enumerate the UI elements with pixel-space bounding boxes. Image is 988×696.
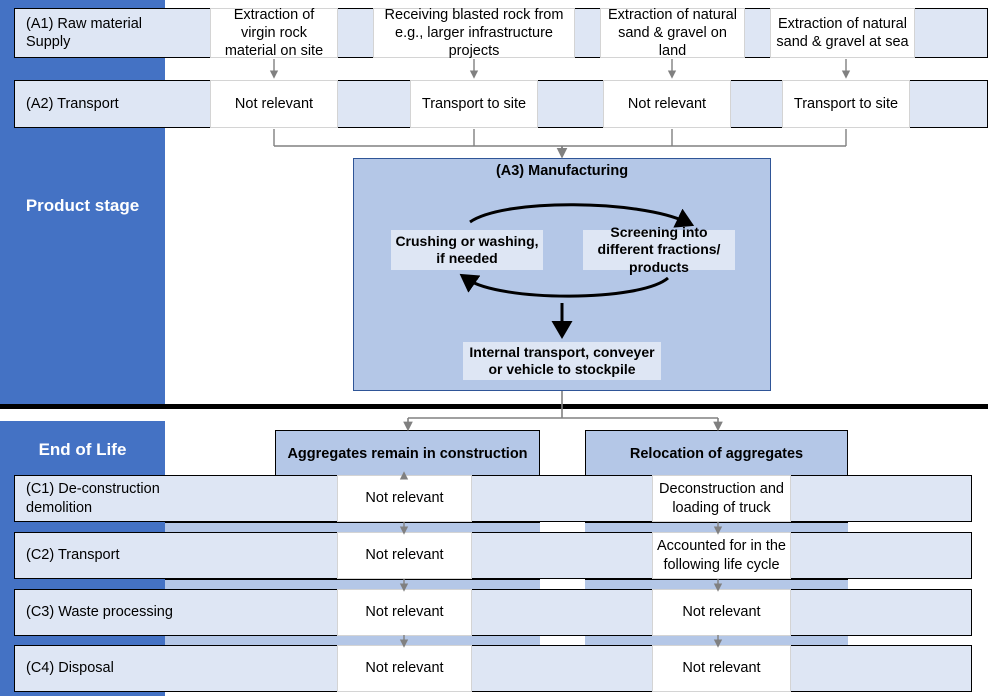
section-divider bbox=[0, 404, 988, 409]
a2-option-4[interactable]: Transport to site bbox=[782, 80, 910, 128]
product-stage-label: Product stage bbox=[25, 196, 140, 215]
end-of-life-label: End of Life bbox=[38, 440, 127, 459]
c2-option-1[interactable]: Not relevant bbox=[337, 532, 472, 579]
row-a2-label: (A2) Transport bbox=[26, 95, 119, 112]
a1-option-3[interactable]: Extraction of natural sand & gravel on l… bbox=[600, 7, 745, 59]
c2-option-2[interactable]: Accounted for in the following life cycl… bbox=[652, 532, 791, 579]
eol-path-aggregates-remain[interactable]: Aggregates remain in construction bbox=[275, 430, 540, 478]
row-c2-band bbox=[14, 532, 972, 579]
a1-option-2[interactable]: Receiving blasted rock from e.g., larger… bbox=[373, 7, 575, 59]
eol-path-relocation[interactable]: Relocation of aggregates bbox=[585, 430, 848, 478]
row-c3-label: (C3) Waste processing bbox=[26, 604, 173, 621]
c1-option-2[interactable]: Deconstruction and loading of truck bbox=[652, 475, 791, 522]
a3-step-internal-transport[interactable]: Internal transport, conveyer or vehicle … bbox=[463, 342, 661, 380]
row-c2-label: (C2) Transport bbox=[26, 547, 120, 564]
row-c4-label: (C4) Disposal bbox=[26, 660, 114, 677]
row-c1-label-line1: (C1) De-construction bbox=[26, 481, 160, 498]
a2-option-1[interactable]: Not relevant bbox=[210, 80, 338, 128]
row-a1-label-line2: Supply bbox=[26, 34, 71, 50]
c1-option-1[interactable]: Not relevant bbox=[337, 475, 472, 522]
row-c3-band bbox=[14, 589, 972, 636]
row-a1-label: (A1) Raw material Supply bbox=[14, 8, 214, 58]
a2-option-2[interactable]: Transport to site bbox=[410, 80, 538, 128]
product-stage-column bbox=[0, 0, 165, 404]
row-c1-band bbox=[14, 475, 972, 522]
c3-option-2[interactable]: Not relevant bbox=[652, 589, 791, 636]
a3-step-screening[interactable]: Screening into different fractions/ prod… bbox=[583, 224, 735, 275]
c4-option-1[interactable]: Not relevant bbox=[337, 645, 472, 692]
a3-step-crushing[interactable]: Crushing or washing, if needed bbox=[391, 230, 543, 270]
row-c1-label-line2: demolition bbox=[26, 499, 93, 516]
c4-option-2[interactable]: Not relevant bbox=[652, 645, 791, 692]
c3-option-1[interactable]: Not relevant bbox=[337, 589, 472, 636]
a3-title: (A3) Manufacturing bbox=[495, 163, 629, 179]
row-a1-label-line1: (A1) Raw material bbox=[26, 15, 143, 32]
a1-option-1[interactable]: Extraction of virgin rock material on si… bbox=[210, 7, 338, 59]
a2-option-3[interactable]: Not relevant bbox=[603, 80, 731, 128]
row-c4-band bbox=[14, 645, 972, 692]
row-c1-label: (C1) De-construction demolition bbox=[14, 475, 264, 522]
a1-option-4[interactable]: Extraction of natural sand & gravel at s… bbox=[770, 8, 915, 58]
